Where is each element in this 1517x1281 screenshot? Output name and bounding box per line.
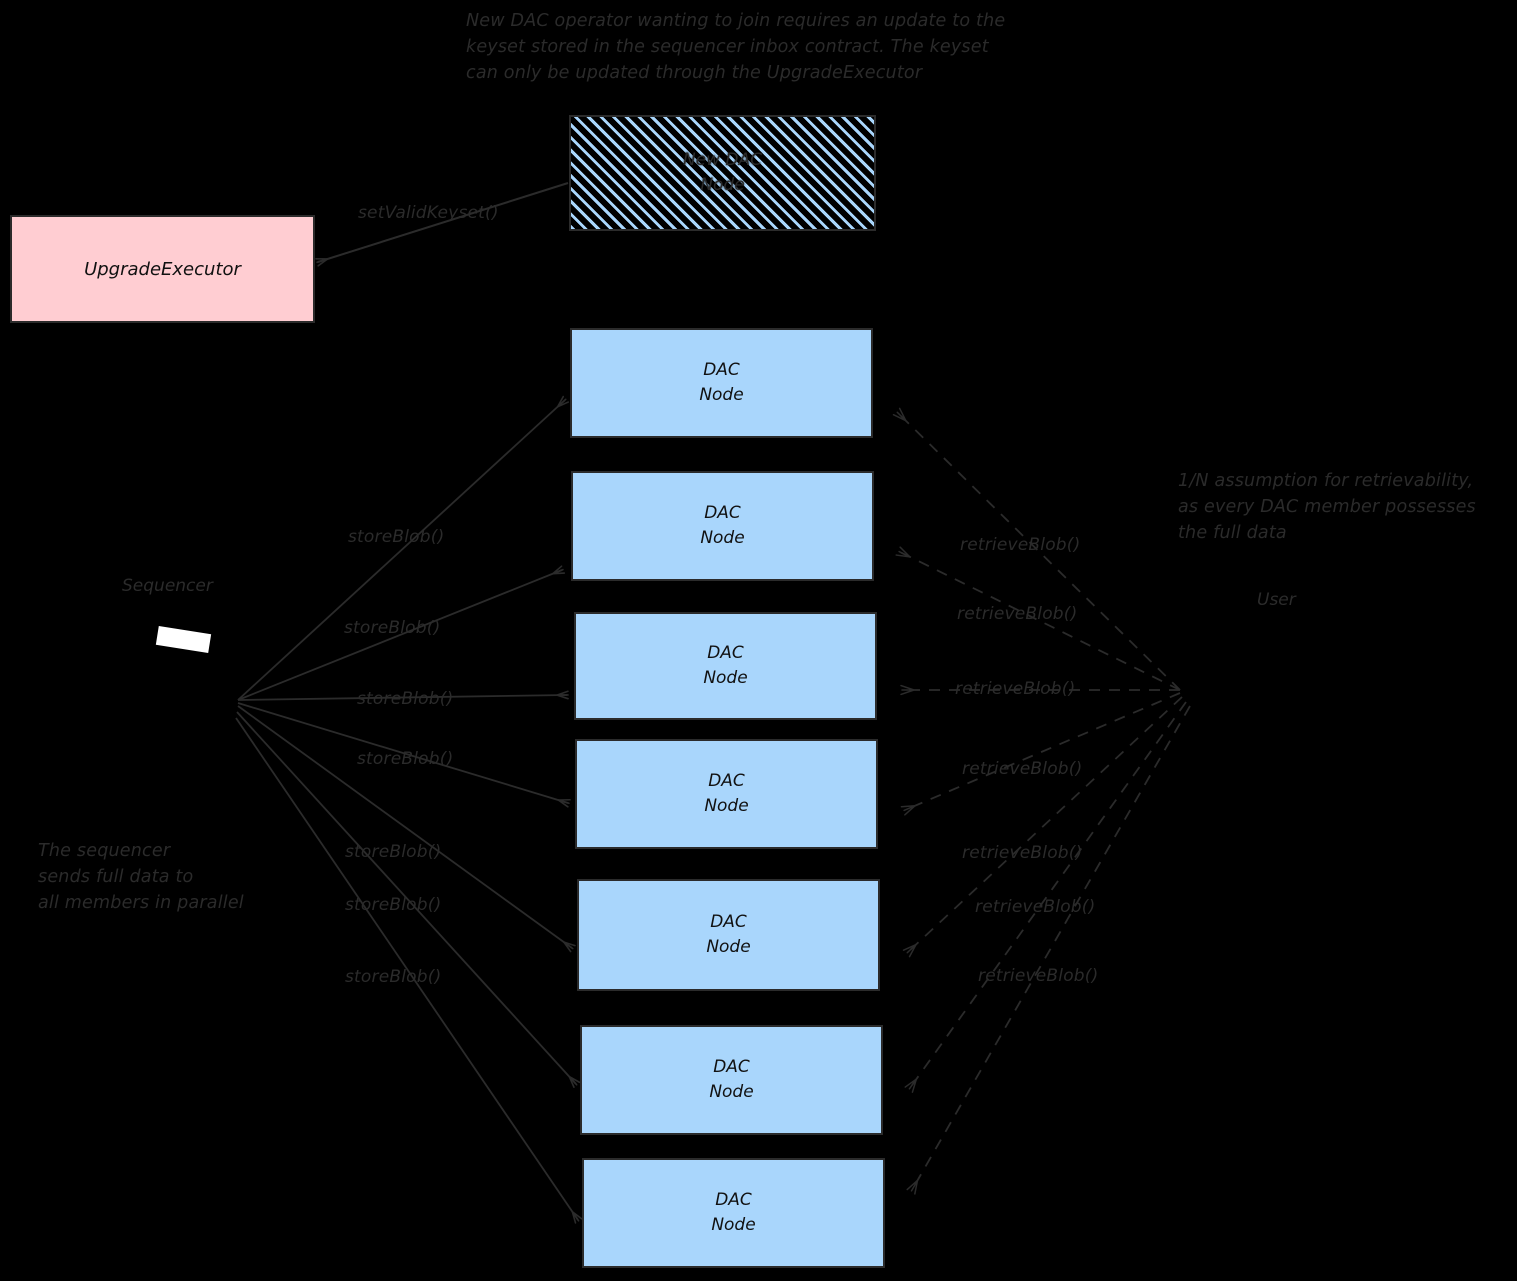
edge-store-blob-3 — [237, 690, 569, 701]
dac-node-5-line2: Node — [706, 937, 751, 957]
dac-node-2-line1: DAC — [704, 503, 741, 523]
edge-store-blob-2 — [237, 565, 566, 701]
edge-retrieve-blob-4 — [900, 692, 1181, 816]
label-retrieve-blob-1: retrieveBlob() — [960, 535, 1081, 555]
dac-node-4[interactable]: DAC Node — [575, 739, 878, 849]
label-retrieve-blob-7: retrieveBlob() — [978, 966, 1099, 986]
label-store-blob-5: storeBlob() — [345, 842, 442, 862]
edge-store-blob-5 — [237, 705, 576, 953]
label-retrieve-blob-6: retrieveBlob() — [975, 897, 1096, 917]
dac-node-4-line2: Node — [704, 796, 749, 816]
user-label: User — [1257, 590, 1296, 610]
edge-store-blob-7 — [235, 717, 583, 1224]
new-dac-node-line1: New DAC — [682, 150, 763, 170]
edge-store-blob-6 — [236, 711, 581, 1089]
note-keyset-update: New DAC operator wanting to join require… — [466, 11, 1006, 83]
edge-set-valid-keyset — [315, 182, 569, 267]
label-store-blob-4: storeBlob() — [357, 749, 454, 769]
label-store-blob-3: storeBlob() — [357, 689, 454, 709]
dac-node-7[interactable]: DAC Node — [582, 1158, 885, 1268]
dac-node-6-line1: DAC — [713, 1057, 750, 1077]
edge-retrieve-blob-7 — [906, 705, 1191, 1195]
label-store-blob-7: storeBlob() — [345, 967, 442, 987]
dac-node-3-line1: DAC — [707, 643, 744, 663]
dac-node-1-line1: DAC — [703, 360, 740, 380]
edge-retrieve-blob-5 — [902, 696, 1183, 958]
edge-retrieve-blob-1 — [892, 407, 1181, 691]
dac-node-6-line2: Node — [709, 1082, 754, 1102]
edge-store-blob-1 — [237, 395, 570, 701]
label-retrieve-blob-2: retrieveBlob() — [957, 604, 1078, 624]
label-retrieve-blob-5: retrieveBlob() — [962, 843, 1083, 863]
dac-node-5-line1: DAC — [710, 912, 747, 932]
label-retrieve-blob-3: retrieveBlob() — [955, 679, 1076, 699]
dac-node-1-line2: Node — [699, 385, 744, 405]
dac-node-4-line1: DAC — [708, 771, 745, 791]
edge-store-blob-4 — [237, 702, 571, 808]
new-dac-node-line2: Node — [700, 175, 745, 195]
label-store-blob-1: storeBlob() — [348, 527, 445, 547]
dac-node-1[interactable]: DAC Node — [570, 328, 873, 438]
label-store-blob-2: storeBlob() — [344, 618, 441, 638]
dac-node-3-line2: Node — [703, 668, 748, 688]
label-store-blob-6: storeBlob() — [345, 895, 442, 915]
label-retrieve-blob-4: retrieveBlob() — [962, 759, 1083, 779]
dac-node-7-line1: DAC — [715, 1190, 752, 1210]
edge-retrieve-blob-2 — [895, 546, 1181, 691]
new-dac-node-box[interactable]: New DAC Node — [569, 115, 876, 231]
dac-node-7-line2: Node — [711, 1215, 756, 1235]
upgrade-executor-box[interactable]: UpgradeExecutor — [10, 215, 315, 323]
dac-node-3[interactable]: DAC Node — [574, 612, 877, 720]
dac-node-5[interactable]: DAC Node — [577, 879, 880, 991]
upgrade-executor-label: UpgradeExecutor — [84, 258, 241, 280]
dac-node-6[interactable]: DAC Node — [580, 1025, 883, 1135]
note-retrievability: 1/N assumption for retrievability, as ev… — [1178, 471, 1476, 543]
dac-node-2[interactable]: DAC Node — [571, 471, 874, 581]
dac-node-2-line2: Node — [700, 528, 745, 548]
note-sequencer-parallel: The sequencer sends full data to all mem… — [38, 841, 244, 913]
label-set-valid-keyset: setValidKeyset() — [358, 203, 499, 223]
sequencer-label: Sequencer — [122, 576, 213, 596]
